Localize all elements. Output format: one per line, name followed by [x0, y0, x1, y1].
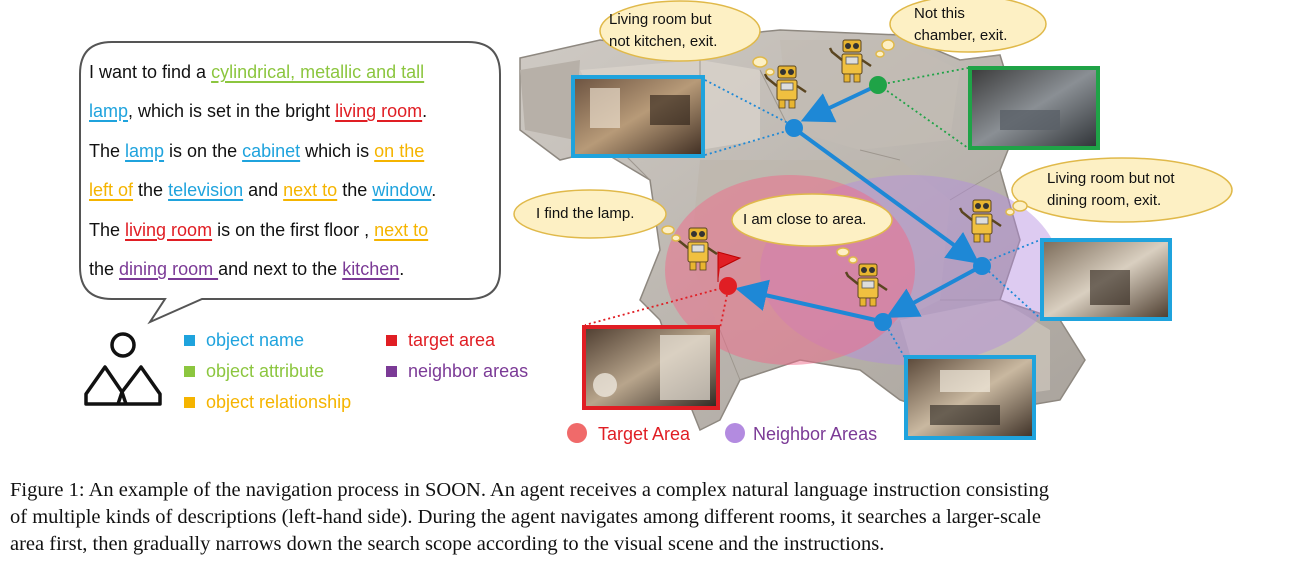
thought-clouds — [513, 0, 1233, 264]
view-photo-living-room — [904, 355, 1036, 440]
instruction-line: the dining room and next to the kitchen. — [89, 259, 404, 279]
view-photo-chamber — [968, 66, 1100, 150]
legend-neighbor-dot — [725, 423, 745, 443]
legend-target-area: target area — [408, 330, 496, 350]
instruction-line: The living room is on the first floor , … — [89, 220, 428, 240]
caption-line-2: of multiple kinds of descriptions (left-… — [10, 506, 1041, 528]
legend-swatch-object-attribute — [184, 366, 195, 377]
thought-chamber-line1: Not this — [914, 5, 965, 22]
instruction-segment: I want to find a — [89, 62, 212, 82]
instruction-segment: The — [89, 141, 126, 161]
instruction-segment: is on the — [164, 141, 243, 161]
instruction-segment: next to — [374, 220, 429, 240]
thought-dining-line2: dining room, exit. — [1047, 192, 1162, 209]
path-node-2 — [973, 257, 991, 275]
thought-dining-line1: Living room but not — [1047, 170, 1175, 187]
path-node-3 — [874, 313, 892, 331]
caption-line-1: Figure 1: An example of the navigation p… — [10, 479, 1049, 501]
legend-neighbor-areas: neighbor areas — [408, 361, 529, 381]
figure-caption: Figure 1: An example of the navigation p… — [10, 477, 1300, 558]
view-photo-target — [582, 325, 720, 410]
path-node-1 — [785, 119, 803, 137]
legend-object-relationship: object relationship — [206, 392, 352, 412]
instruction-segment: cabinet — [242, 141, 301, 161]
thought-found-lamp: I find the lamp. — [536, 205, 635, 222]
legend-swatch-neighbor-areas — [386, 366, 397, 377]
instruction-segment: . — [399, 259, 405, 279]
instruction-segment: the — [89, 259, 120, 279]
thought-chamber-line2: chamber, exit. — [914, 27, 1008, 44]
instruction-segment: The — [89, 220, 126, 240]
instruction-segment: the — [337, 180, 373, 200]
navigation-scene — [513, 0, 1233, 443]
instruction-segment: . — [422, 101, 428, 121]
instruction-segment: window — [372, 180, 432, 200]
start-node — [869, 76, 887, 94]
instruction-segment: and next to the — [218, 259, 343, 279]
legend-swatch-target-area — [386, 335, 397, 346]
map-legend-target-area: Target Area — [598, 424, 691, 444]
instruction-line: left of the television and next to the w… — [89, 180, 436, 200]
instruction-segment: on the — [374, 141, 425, 161]
legend-object-name: object name — [206, 330, 305, 350]
instruction-segment: which is — [300, 141, 375, 161]
instruction-segment: living room — [335, 101, 423, 121]
instruction-line: The lamp is on the cabinet which is on t… — [89, 141, 424, 161]
instruction-segment: lamp — [89, 101, 129, 121]
thought-kitchen-line2: not kitchen, exit. — [609, 33, 718, 50]
instruction-segment: left of — [89, 180, 134, 200]
legend-object-attribute: object attribute — [206, 361, 325, 381]
navigation-path — [735, 84, 980, 323]
instruction-segment: lamp — [125, 141, 165, 161]
instruction-segment: the — [133, 180, 169, 200]
legend-swatch-object-name — [184, 335, 195, 346]
instruction-segment: kitchen — [342, 259, 400, 279]
target-node — [719, 277, 737, 295]
instruction-segment: dining room — [119, 259, 219, 279]
instruction-segment: next to — [283, 180, 338, 200]
instruction-segment: . — [431, 180, 437, 200]
view-photo-kitchen — [571, 75, 705, 158]
instruction-segment: and — [243, 180, 284, 200]
legend-swatch-object-relationship — [184, 397, 195, 408]
thought-kitchen-line1: Living room but — [609, 11, 712, 28]
instruction-segment: living room — [125, 220, 213, 240]
instruction-segment: is on the first floor , — [212, 220, 375, 240]
legend-target-dot — [567, 423, 587, 443]
flag-icon — [717, 251, 742, 282]
caption-line-3: area first, then gradually narrows down … — [10, 533, 885, 555]
instruction-line: lamp, which is set in the bright living … — [89, 101, 427, 121]
map-legend-neighbor-areas: Neighbor Areas — [753, 424, 878, 444]
instruction-segment: cylindrical, metallic and tall — [211, 62, 425, 82]
instruction-line: I want to find a cylindrical, metallic a… — [89, 62, 424, 82]
instruction-segment: television — [168, 180, 244, 200]
view-photo-dining — [1040, 238, 1172, 321]
instruction-segment: , which is set in the bright — [128, 101, 336, 121]
thought-close-to-area: I am close to area. — [743, 211, 867, 228]
